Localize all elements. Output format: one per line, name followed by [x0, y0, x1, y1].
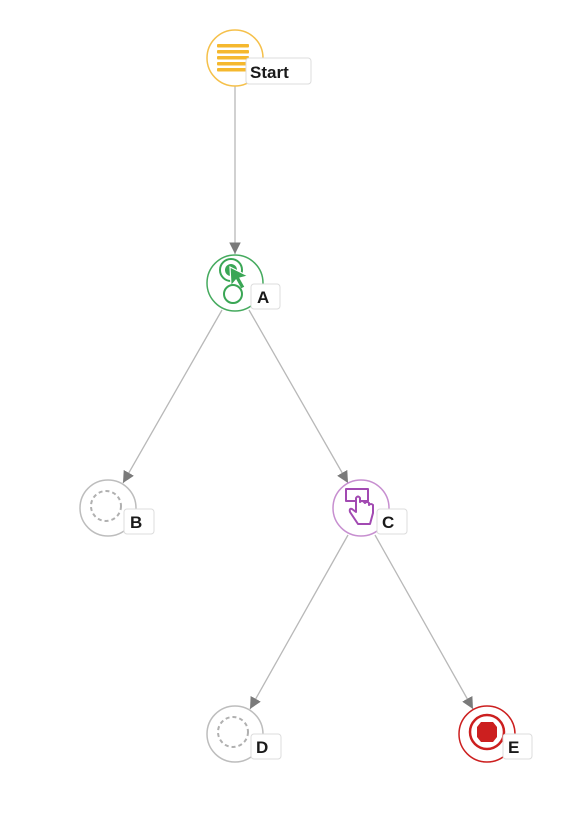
- node-b-label: B: [130, 513, 142, 532]
- edge-a-c: [248, 309, 349, 484]
- node-b[interactable]: B: [79, 479, 155, 537]
- node-start[interactable]: Start: [206, 29, 312, 87]
- edge-a-b: [122, 309, 223, 484]
- node-a-label: A: [257, 288, 269, 307]
- node-c[interactable]: C: [332, 479, 408, 537]
- tap-hand-icon: [345, 488, 374, 525]
- node-d-label-box: [250, 733, 282, 760]
- node-a-label-box: [250, 283, 281, 310]
- node-a[interactable]: A: [206, 254, 281, 312]
- edges: [122, 86, 474, 710]
- node-b-label-box: [123, 508, 155, 535]
- dashed-circle-icon: [90, 490, 122, 522]
- node-start-label-box: [245, 57, 312, 85]
- edge-c-d: [249, 534, 349, 710]
- node-e[interactable]: E: [458, 705, 533, 763]
- node-b-circle[interactable]: [79, 479, 137, 537]
- node-c-label-box: [376, 508, 408, 535]
- edge-c-e: [374, 534, 474, 710]
- node-d[interactable]: D: [206, 705, 282, 763]
- cursor-click-icon: [219, 258, 250, 304]
- stop-sign-icon: [468, 713, 506, 751]
- node-start-label: Start: [250, 63, 289, 82]
- node-e-label: E: [508, 738, 519, 757]
- node-e-label-box: [502, 733, 533, 760]
- node-d-label: D: [256, 738, 268, 757]
- node-c-label: C: [382, 513, 394, 532]
- list-lines-icon: [217, 44, 249, 72]
- dashed-circle-icon: [217, 716, 249, 748]
